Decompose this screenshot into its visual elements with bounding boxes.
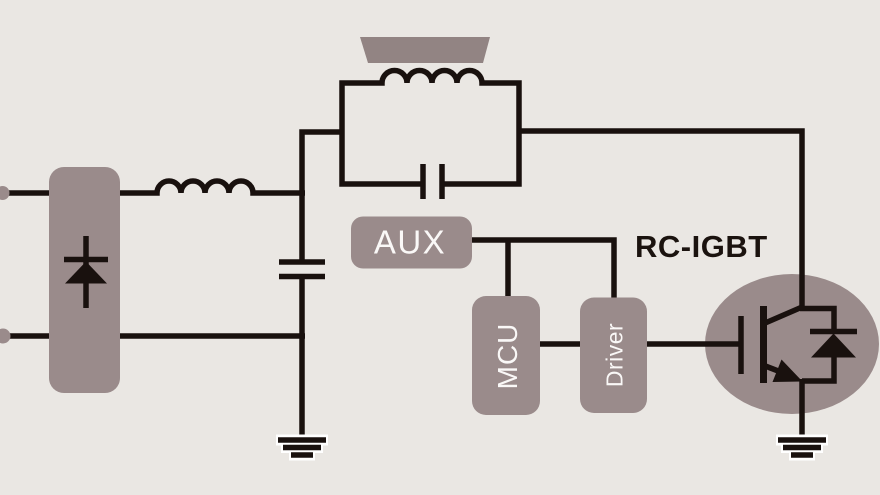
diode-triangle [811, 333, 856, 358]
diode-top-link [800, 305, 837, 330]
ground-bars [778, 437, 826, 458]
ac-terminal-bottom-icon [0, 328, 11, 344]
driver-block [580, 297, 647, 413]
ground-right-icon [776, 434, 828, 461]
ground-left-icon [276, 434, 328, 461]
bus-upper-wire [299, 129, 342, 262]
diode-bottom-link [802, 357, 837, 384]
rc-igbt-label: RC-IGBT [635, 229, 768, 264]
filter-capacitor-icon [279, 259, 325, 280]
resonant-capacitor-icon [420, 164, 445, 199]
antiparallel-diode-icon [800, 305, 857, 384]
dc-bus [279, 129, 342, 438]
top-rail-wire [6, 178, 305, 196]
diode-icon [64, 236, 108, 308]
control-wires [472, 237, 617, 347]
ac-terminal-top-icon [0, 186, 10, 200]
igbt-emitter-arrow [772, 359, 803, 382]
rc-igbt-symbol [647, 304, 857, 438]
igbt-collector-diagonal [762, 304, 803, 327]
aux-block [351, 216, 472, 269]
rectifier-block [49, 167, 120, 393]
aux-output-wire [472, 237, 617, 298]
resonant-tank [339, 37, 522, 199]
ground-bars [278, 437, 326, 458]
mcu-block [472, 296, 540, 415]
tank-loop-with-coil [339, 67, 522, 187]
collector-feed-wire [519, 128, 805, 308]
driver-label: Driver [602, 323, 628, 387]
mcu-label: MCU [492, 323, 523, 390]
control-blocks [351, 216, 647, 415]
cooking-pan-icon [360, 37, 490, 63]
diode-triangle [65, 261, 107, 284]
aux-label: AUX [374, 224, 446, 261]
